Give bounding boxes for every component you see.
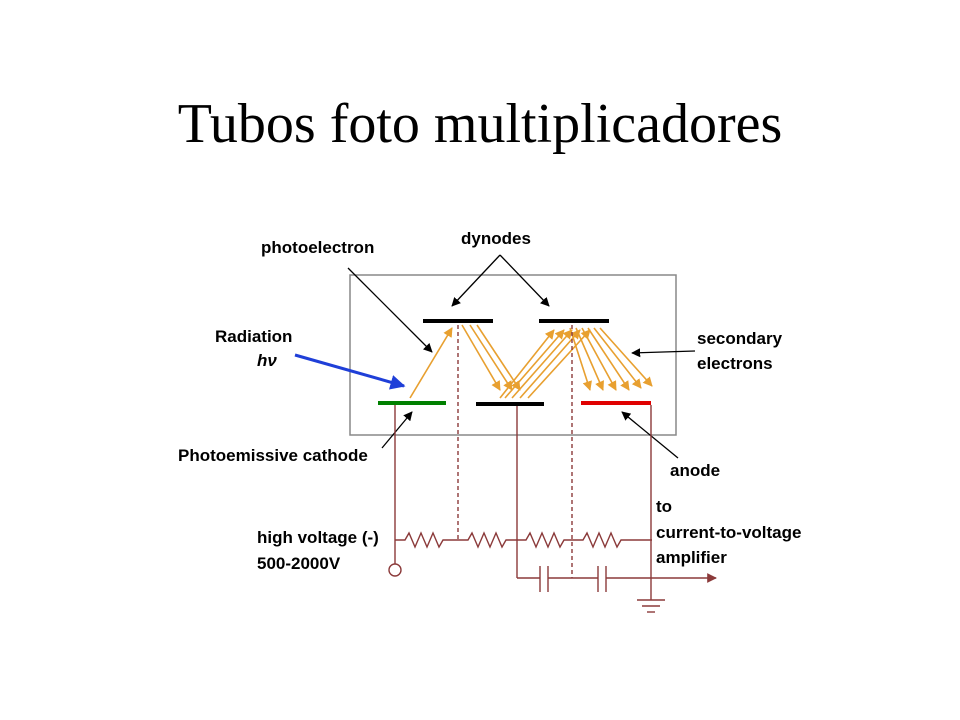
label-electrons: electrons	[697, 354, 773, 373]
label-radiation: Radiation	[215, 327, 292, 346]
secondary-electrons-pointer	[631, 348, 696, 358]
photoelectron-pointer	[347, 267, 433, 353]
electron-trajectories	[409, 324, 653, 399]
label-high-voltage: high voltage (-)	[257, 528, 379, 547]
label-voltage-range: 500-2000V	[257, 554, 341, 573]
label-current-to-voltage: current-to-voltage	[656, 523, 801, 542]
voltage-divider-circuit	[388, 325, 665, 613]
cathode-pointer	[381, 411, 413, 449]
radiation-arrow	[294, 353, 406, 390]
label-to: to	[656, 497, 672, 516]
tube-enclosure	[349, 274, 677, 436]
label-photoemissive-cathode: Photoemissive cathode	[178, 446, 368, 465]
label-hv: hν	[257, 351, 277, 370]
label-amplifier: amplifier	[656, 548, 727, 567]
anode-pointer	[621, 411, 679, 459]
dynodes-pointer-right	[499, 254, 550, 307]
dynodes-pointer-left	[451, 254, 501, 307]
label-photoelectron: photoelectron	[261, 238, 374, 257]
label-dynodes: dynodes	[461, 229, 531, 248]
label-secondary: secondary	[697, 329, 783, 348]
label-anode: anode	[670, 461, 720, 480]
page-title: Tubos foto multiplicadores	[177, 93, 783, 155]
